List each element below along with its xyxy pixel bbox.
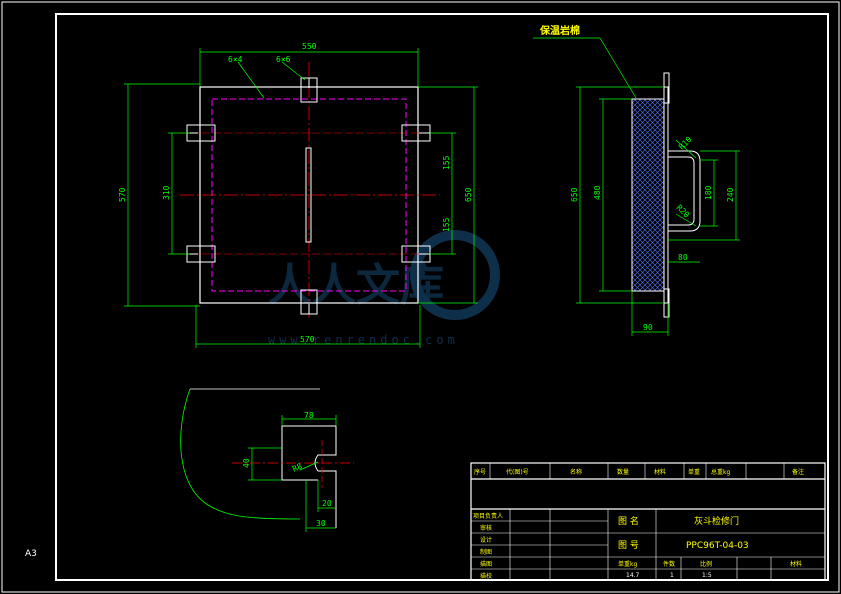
drawing-name-label: 图 名 [618,515,639,527]
value-count: 1 [670,572,674,579]
value-scale: 1:5 [702,572,712,579]
note-hole-right: 6×6 [276,55,291,64]
side-view: 保温岩棉 650 480 R10 1 [533,24,740,336]
side-handle [668,150,701,232]
front-view: 550 570 570 310 650 155 155 6×4 6×6 [118,42,478,348]
label-unit-weight: 单重kg [618,560,637,568]
dim-detail-radius: R8 [291,462,304,474]
dim-side-height-total: 650 [570,187,579,202]
detail-break-outline [180,388,301,520]
dim-bottom-width: 570 [300,335,315,344]
label-scale: 比例 [700,560,712,568]
dim-detail-bottom-inner: 20 [322,499,332,508]
dim-handle-depth: 80 [678,253,688,262]
lug-bottom [300,289,318,315]
top-flange [663,72,670,104]
label-material: 材料 [790,560,802,568]
note-hole-left: 6×4 [228,55,243,64]
parts-header-material: 材料 [654,468,666,476]
lug-top [300,77,318,103]
drawing-no-label: 图 号 [618,540,639,551]
dim-left-height: 570 [118,187,127,202]
inner-border [55,13,829,581]
dim-detail-bottom-outer: 30 [316,519,326,528]
watermark-logo-icon [410,230,500,320]
dim-top-width: 550 [302,42,317,51]
dim-handle-span: 240 [726,187,735,202]
role-trace-check: 描校 [480,572,492,580]
parts-header-total-weight: 总重kg [711,468,730,476]
parts-header-code: 代(图)号 [506,468,529,476]
insulation-rockwool [631,98,665,292]
role-drafting: 制图 [480,548,492,556]
parts-header-seq: 序号 [474,468,486,476]
dim-lower-segment: 155 [442,217,451,232]
parts-header-unit-weight: 单重 [688,468,700,476]
dim-detail-height: 40 [242,458,251,468]
handle-bar [305,147,312,243]
watermark-url: www.renrendoc.com [268,333,459,347]
title-block: 序号 代(图)号 名称 数量 材料 单重 总重kg 备注 项目负责人 审核 设计… [470,462,826,581]
dim-right-height: 650 [464,187,473,202]
drawing-name: 灰斗检修门 [694,515,739,527]
parts-header-qty: 数量 [617,468,629,476]
dim-detail-top: 78 [304,411,314,420]
lug-left-upper [186,124,216,142]
drawing-no: PPC96T-04-03 [686,541,749,551]
dim-side-height-inner: 480 [593,185,602,200]
value-unit-weight: 14.7 [626,572,640,579]
role-design: 设计 [480,536,492,544]
parts-header-remark: 备注 [792,468,804,476]
dim-inner-height: 310 [162,185,171,200]
door-plate [663,86,669,304]
role-tracing: 描图 [480,560,492,568]
sheet-size: A3 [25,549,37,559]
dim-handle-gap: 180 [704,185,713,200]
parts-header-name: 名称 [570,468,582,476]
callout-insulation: 保温岩棉 [539,24,580,37]
role-review: 审核 [480,524,492,532]
dim-handle-bend-radius: R20 [675,203,692,220]
dim-handle-radius: R10 [677,135,694,152]
role-project-lead: 项目负责人 [473,512,503,520]
detail-view: 78 40 R8 20 30 [180,388,354,532]
detail-part-outline [281,425,337,528]
dim-side-width: 90 [643,323,653,332]
lug-left-lower [186,245,216,263]
dim-upper-segment: 155 [442,155,451,170]
label-count: 件数 [663,560,675,568]
